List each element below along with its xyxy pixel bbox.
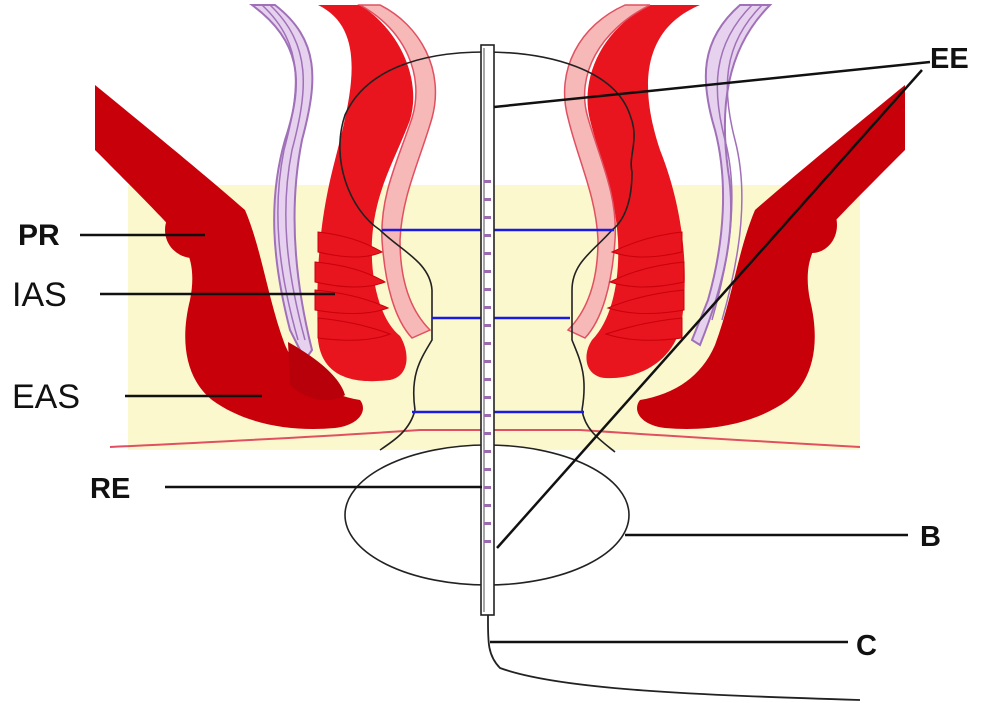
sensor-dot [484, 486, 491, 489]
label-eas: EAS [12, 378, 80, 416]
sensor-dot [484, 252, 491, 255]
sensor-dot [484, 360, 491, 363]
sensor-dot [484, 432, 491, 435]
label-re: RE [90, 473, 130, 505]
sensor-dot [484, 198, 491, 201]
sensor-dot [484, 450, 491, 453]
sensor-dot [484, 504, 491, 507]
label-pr: PR [18, 219, 60, 252]
sensor-dot [484, 234, 491, 237]
label-b: B [920, 521, 941, 553]
sensor-dot [484, 468, 491, 471]
sensor-dot [484, 180, 491, 183]
sensor-dot [484, 414, 491, 417]
sensor-dot [484, 288, 491, 291]
sensor-dot [484, 306, 491, 309]
catheter-sensors [484, 180, 491, 543]
sensor-dot [484, 378, 491, 381]
sensor-dot [484, 216, 491, 219]
sensor-dot [484, 324, 491, 327]
label-c: C [856, 630, 877, 662]
sensor-dot [484, 396, 491, 399]
label-ee: EE [930, 43, 969, 75]
sensor-dot [484, 270, 491, 273]
sensor-dot [484, 342, 491, 345]
sensor-dot [484, 540, 491, 543]
label-ias: IAS [12, 276, 67, 314]
sensor-dot [484, 522, 491, 525]
